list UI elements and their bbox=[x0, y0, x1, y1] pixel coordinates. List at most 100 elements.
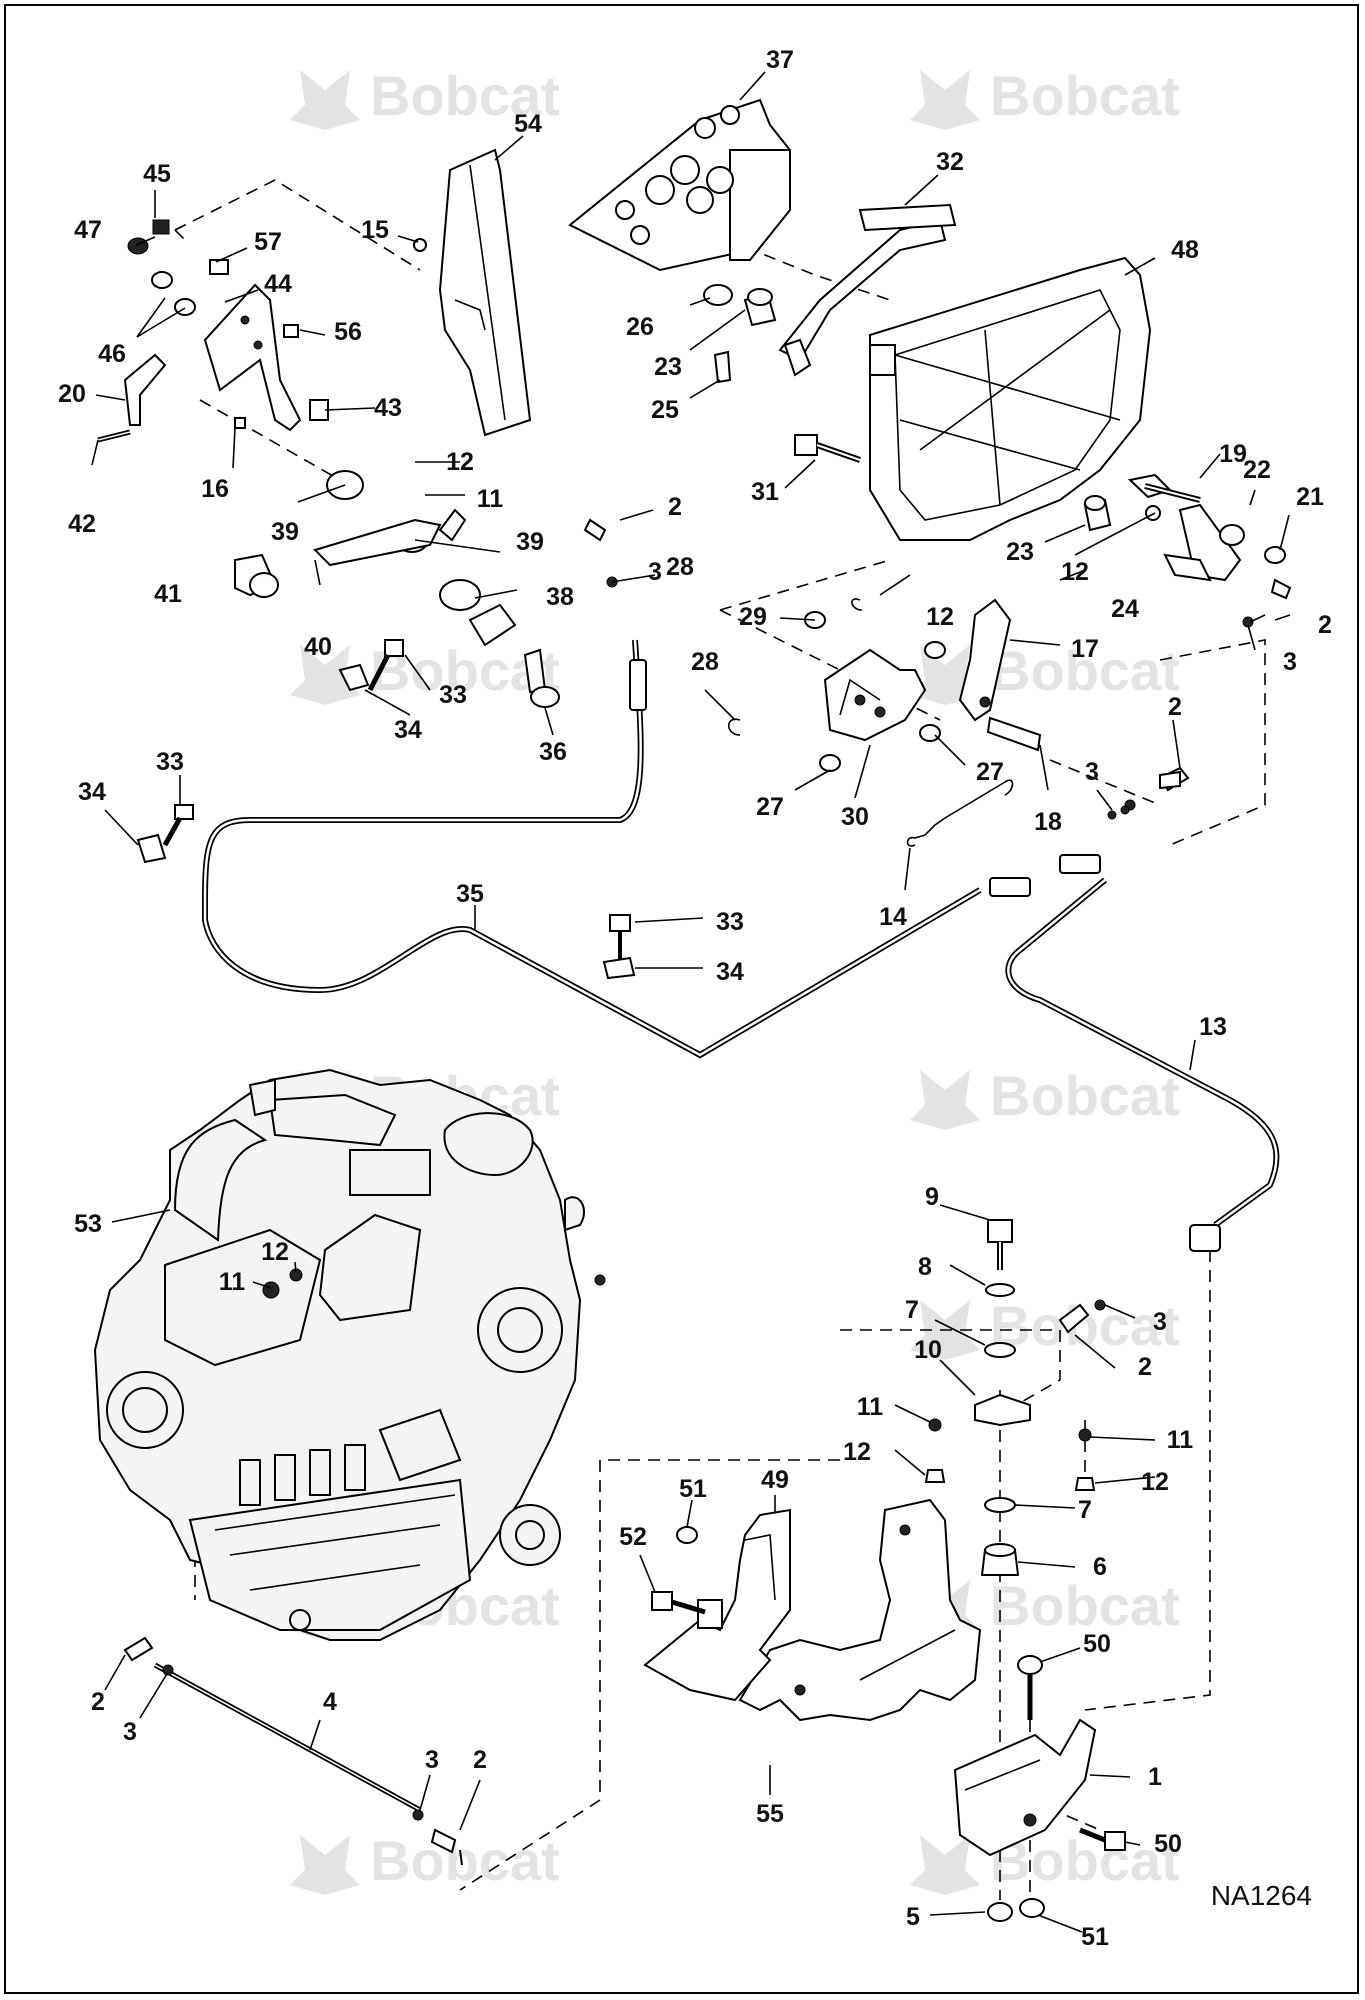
callout-label: 3 bbox=[1085, 758, 1099, 786]
figure-id: NA1264 bbox=[1211, 1880, 1312, 1911]
callout-label: 12 bbox=[843, 1438, 871, 1466]
callout-label: 2 bbox=[1168, 693, 1182, 721]
callout-label: 39 bbox=[271, 518, 299, 546]
callout-label: 55 bbox=[756, 1800, 784, 1828]
callout-label: 28 bbox=[666, 553, 694, 581]
callout-label: 16 bbox=[201, 475, 229, 503]
callout-label: 11 bbox=[1167, 1426, 1194, 1454]
callout-label: 45 bbox=[143, 160, 171, 188]
callout-label: 23 bbox=[1006, 538, 1034, 566]
callout-label: 19 bbox=[1219, 440, 1247, 468]
callout-label: 3 bbox=[123, 1718, 137, 1746]
watermark: Bobcat bbox=[290, 1829, 560, 1895]
bobcat-logo-icon bbox=[910, 1070, 980, 1130]
bobcat-logo-icon bbox=[290, 1835, 360, 1895]
callout-label: 37 bbox=[766, 46, 794, 74]
callout-label: 20 bbox=[58, 380, 86, 408]
callout-label: 26 bbox=[626, 313, 654, 341]
callout-label: 42 bbox=[68, 510, 96, 538]
pedal-frame-48 bbox=[869, 256, 1152, 541]
pedal-link-24 bbox=[1127, 473, 1286, 582]
center-bracket-30 bbox=[727, 598, 1042, 772]
callout-label: 12 bbox=[926, 603, 954, 631]
callout-label: 3 bbox=[648, 558, 662, 586]
callout-label: 49 bbox=[761, 1466, 789, 1494]
callout-label: 50 bbox=[1154, 1830, 1182, 1858]
callout-label: 51 bbox=[679, 1475, 707, 1503]
watermark-text: Bobcat bbox=[370, 64, 560, 127]
callout-label: 12 bbox=[1141, 1468, 1169, 1496]
cable-rod-4 bbox=[153, 1662, 422, 1813]
callout-label: 3 bbox=[1283, 648, 1297, 676]
callout-label: 57 bbox=[254, 228, 282, 256]
callout-label: 33 bbox=[156, 748, 184, 776]
callout-label: 11 bbox=[857, 1393, 884, 1421]
watermark-text: Bobcat bbox=[990, 1574, 1180, 1637]
callout-label: 5 bbox=[906, 1903, 920, 1931]
callout-label: 11 bbox=[219, 1268, 246, 1296]
bobcat-logo-icon bbox=[910, 1835, 980, 1895]
callout-label: 6 bbox=[1093, 1553, 1107, 1581]
leader-lines bbox=[91, 71, 1291, 1933]
watermark-text: Bobcat bbox=[990, 1294, 1180, 1357]
callout-label: 3 bbox=[1153, 1308, 1167, 1336]
callout-label: 21 bbox=[1296, 483, 1324, 511]
watermark: Bobcat bbox=[910, 1829, 1180, 1895]
watermark: Bobcat bbox=[910, 639, 1180, 705]
callout-label: 52 bbox=[619, 1523, 647, 1551]
callout-label: 7 bbox=[1078, 1496, 1092, 1524]
callout-label: 10 bbox=[914, 1336, 942, 1364]
throttle-cable-35 bbox=[202, 639, 982, 1059]
callout-label: 36 bbox=[539, 738, 567, 766]
callout-label: 30 bbox=[841, 803, 869, 831]
callout-label: 46 bbox=[98, 340, 126, 368]
mounting-plate-55 bbox=[738, 1498, 982, 1722]
callout-label: 32 bbox=[936, 148, 964, 176]
bobcat-logo-icon bbox=[290, 645, 360, 705]
shield-49 bbox=[643, 1508, 791, 1702]
pedal-arm-32 bbox=[778, 203, 957, 377]
callout-label: 12 bbox=[446, 448, 474, 476]
callout-label: 35 bbox=[456, 880, 484, 908]
watermark-text: Bobcat bbox=[990, 64, 1180, 127]
cable-end-fittings bbox=[123, 518, 1292, 1866]
callout-label: 14 bbox=[879, 903, 907, 931]
callout-label: 34 bbox=[78, 778, 106, 806]
bottom-hardware bbox=[651, 1526, 1126, 1922]
callout-label: 4 bbox=[323, 1688, 337, 1716]
callout-label: 56 bbox=[334, 318, 362, 346]
column-bracket-54 bbox=[438, 148, 532, 437]
callout-label: 8 bbox=[918, 1253, 932, 1281]
return-spring-14 bbox=[906, 779, 1014, 847]
callout-label: 29 bbox=[739, 603, 767, 631]
callout-label: 41 bbox=[154, 580, 182, 608]
callout-label: 18 bbox=[1034, 808, 1062, 836]
callout-label: 43 bbox=[374, 394, 402, 422]
cable-bracket-stack bbox=[924, 1219, 1096, 1576]
callout-label: 44 bbox=[264, 270, 292, 298]
callout-label: 11 bbox=[477, 485, 504, 513]
callout-label: 2 bbox=[1138, 1353, 1152, 1381]
callout-label: 33 bbox=[439, 681, 467, 709]
diagram-frame bbox=[4, 4, 1359, 1994]
throttle-cable-13 bbox=[1005, 877, 1280, 1228]
callout-label: 2 bbox=[473, 1746, 487, 1774]
callout-label: 3 bbox=[425, 1746, 439, 1774]
cable-bracket-1 bbox=[953, 1718, 1097, 1857]
callout-label: 13 bbox=[1199, 1013, 1227, 1041]
callout-label: 53 bbox=[74, 1210, 102, 1238]
watermark-text: Bobcat bbox=[990, 639, 1180, 702]
callout-label: 33 bbox=[716, 908, 744, 936]
callout-label: 39 bbox=[516, 528, 544, 556]
callout-label: 7 bbox=[905, 1296, 919, 1324]
callout-label: 2 bbox=[668, 493, 682, 521]
pedal-bushings bbox=[703, 284, 1112, 532]
callout-label: 47 bbox=[74, 216, 102, 244]
callout-label: 27 bbox=[756, 793, 784, 821]
watermark-text: Bobcat bbox=[370, 1829, 560, 1892]
callout-label: 1 bbox=[1148, 1763, 1162, 1791]
cable-clips-33-34 bbox=[136, 639, 636, 980]
watermark: Bobcat bbox=[290, 64, 560, 130]
